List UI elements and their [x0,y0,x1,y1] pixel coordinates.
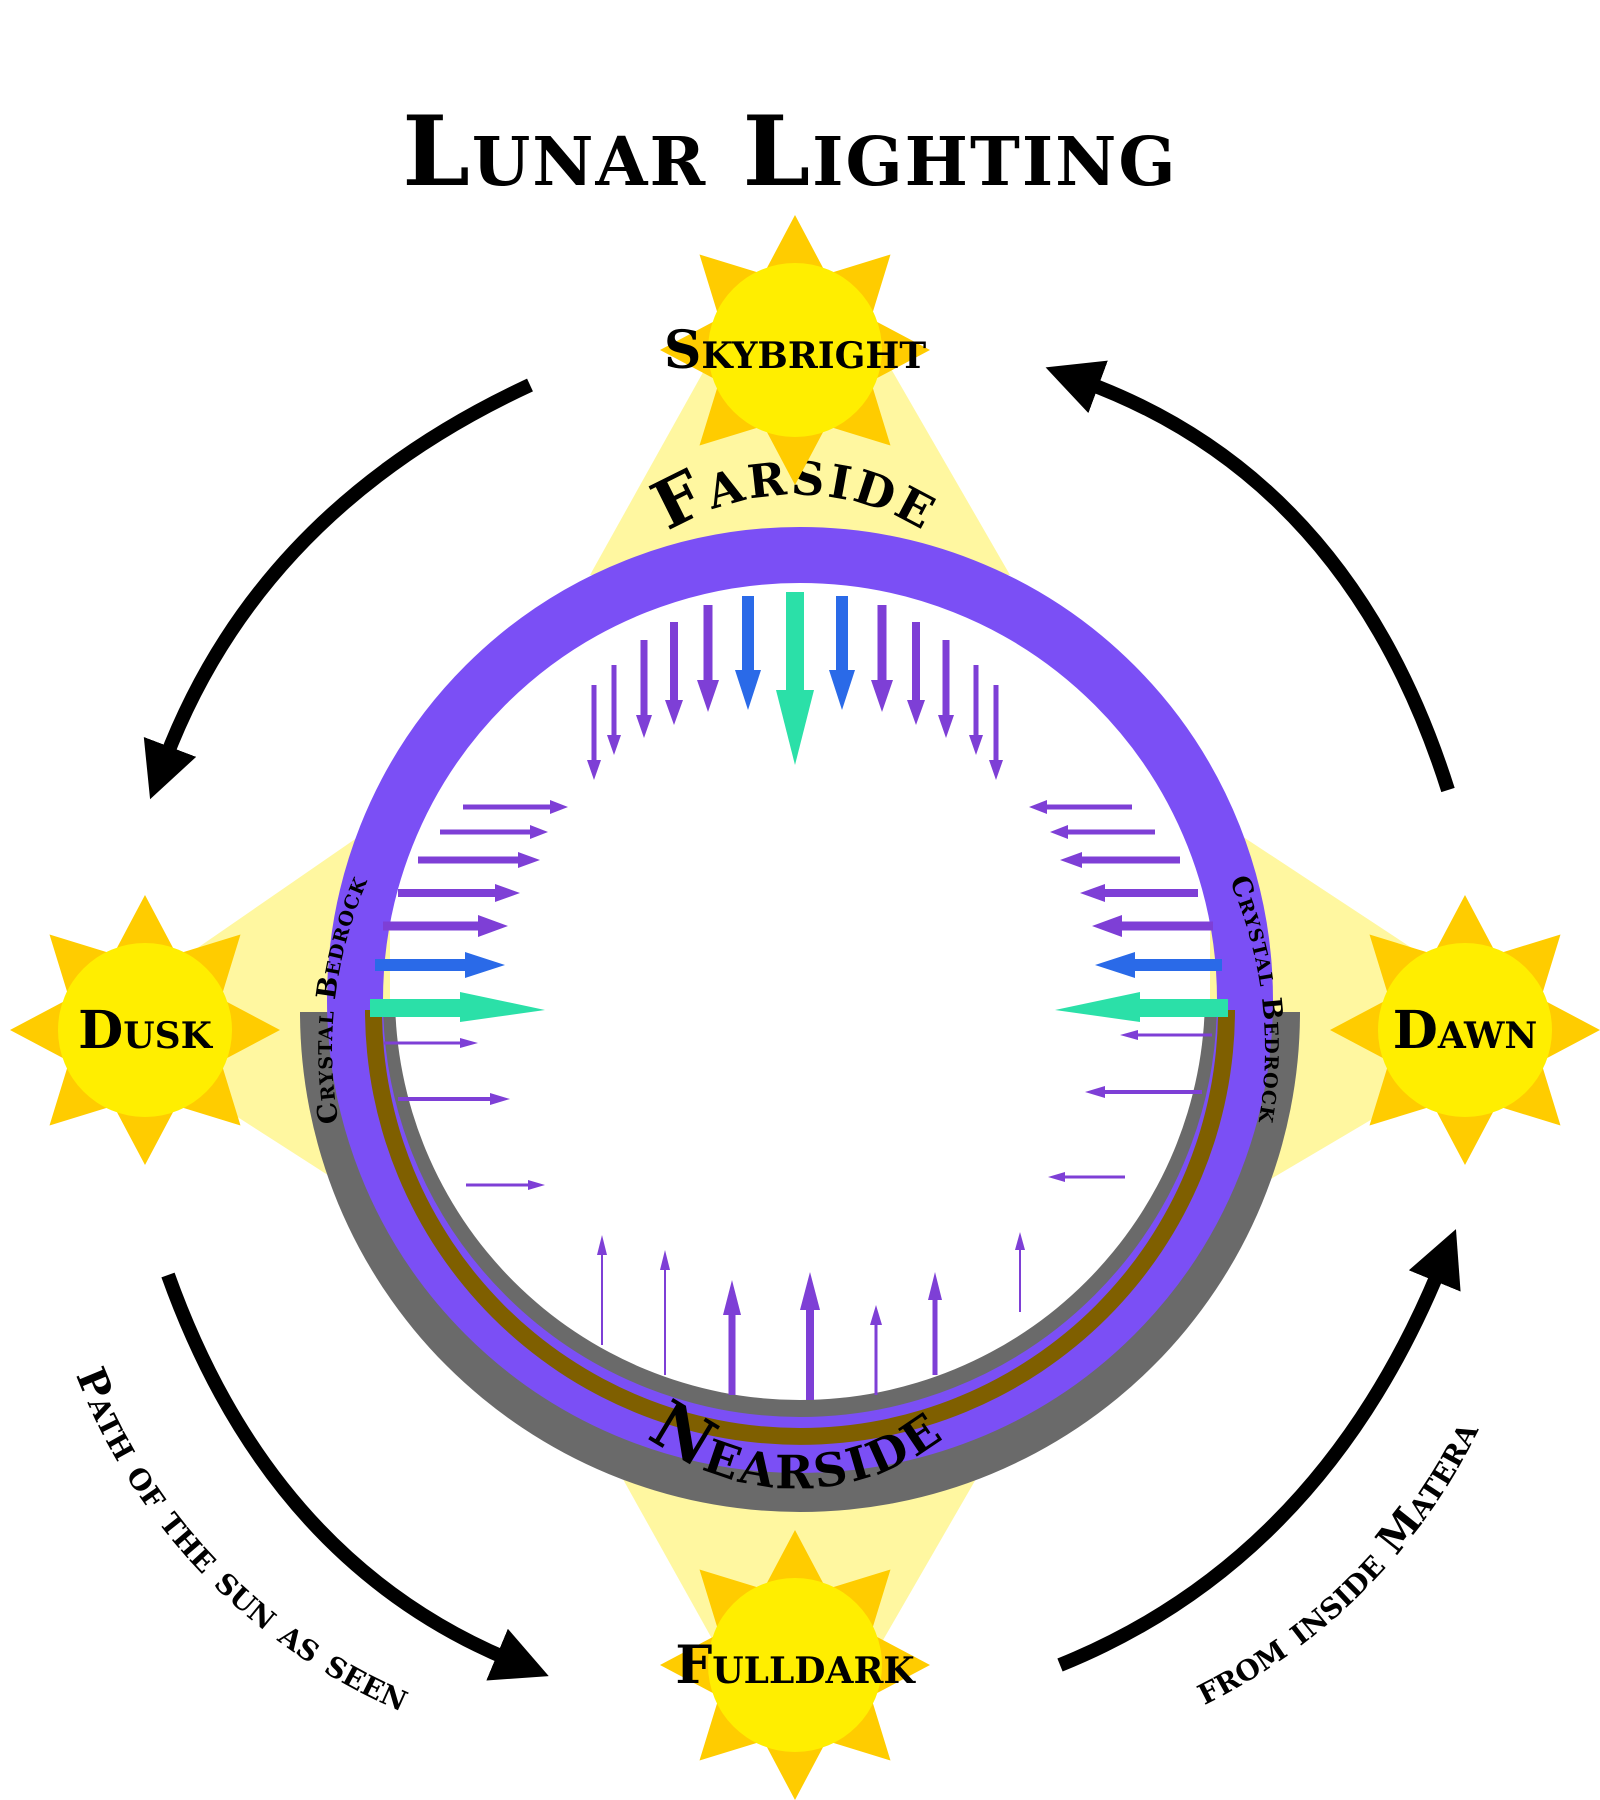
light-arrow-blue [1095,952,1135,978]
dawn-sun: Dawn [1330,895,1600,1165]
light-arrow [587,760,601,780]
skybright-sun: Skybright [660,215,930,485]
light-arrow [697,680,719,712]
light-arrow-blue [829,670,855,710]
light-arrow [871,680,893,712]
skybright-label: Skybright [664,320,927,381]
path-arrow-dusk-to-fulldark [161,1272,549,1681]
sun-path-arrows [143,360,1461,1681]
light-arrow [530,825,548,839]
light-arrow-teal [460,992,545,1022]
light-arrow [870,1305,882,1325]
path-arrow-dawn-to-skybright [1045,360,1455,793]
light-arrow [597,1235,607,1255]
light-arrow [1060,852,1082,868]
light-arrow [1015,1232,1025,1250]
light-arrow [1029,800,1047,814]
sun-core [708,263,882,437]
dusk-label: Dusk [78,1000,213,1061]
light-arrow [665,700,683,725]
path-arrow-fulldark-to-dawn [1057,1229,1461,1672]
light-arrow [928,1272,942,1300]
light-arrow [907,700,925,725]
fulldark-sun: Fulldark [660,1530,930,1800]
light-arrow-blue [735,670,761,710]
light-arrow [1050,825,1068,839]
light-arrows [370,592,1228,1400]
light-arrow [607,735,621,755]
light-arrow [1120,1030,1138,1040]
light-arrow [478,915,508,937]
farside-arrows [587,592,1003,780]
light-arrow [989,760,1003,780]
caption-left: Path of the sun as seen [66,1361,416,1721]
light-arrow [1085,1086,1105,1098]
light-arrow [1048,1172,1065,1182]
crystal-ring [327,527,1273,1473]
light-arrow-teal [776,690,814,765]
dawn-arrows [1029,800,1228,1182]
light-arrow [460,1038,478,1048]
light-arrow-blue [465,952,505,978]
light-arrow [550,800,568,814]
light-arrow [723,1280,741,1315]
sun-core [1378,943,1552,1117]
light-arrow [938,715,954,738]
dawn-label: Dawn [1393,1000,1538,1061]
light-arrow [528,1180,545,1190]
moon-shell [300,527,1300,1512]
dusk-arrows [370,800,568,1190]
light-arrow [800,1272,820,1310]
light-arrow [518,852,540,868]
nearside-arrows [597,1232,1025,1400]
diagram-title: Lunar Lighting [402,95,1177,208]
path-arrow-skybright-to-dusk [143,378,533,800]
light-arrow [495,884,520,902]
light-arrow-teal [1055,992,1140,1022]
light-arrow [1080,884,1105,902]
sun-core [58,943,232,1117]
light-arrow [490,1093,510,1105]
sun-core [708,1578,882,1752]
dusk-sun: Dusk [10,895,280,1165]
inner-cavity [395,590,1205,1400]
light-arrow [969,735,983,755]
light-arrow [1092,915,1122,937]
light-arrow [660,1250,670,1270]
fulldark-label: Fulldark [675,1635,916,1696]
light-arrow [636,715,652,738]
